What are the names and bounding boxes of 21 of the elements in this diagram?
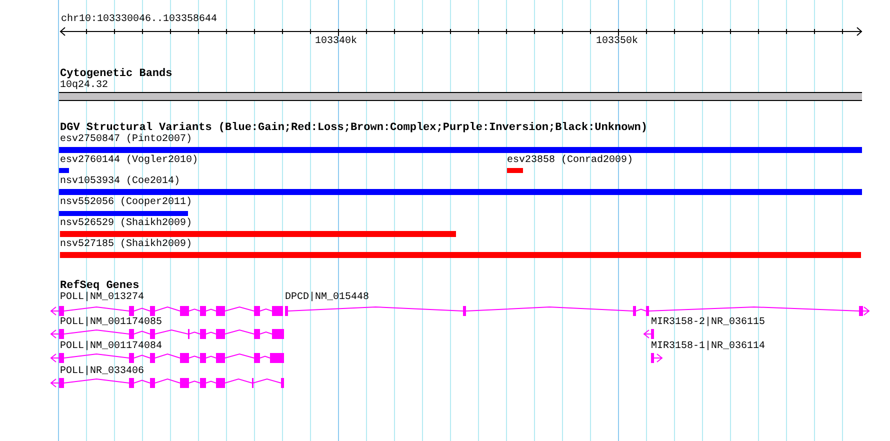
coordinate-label: chr10:103330046..103358644 bbox=[61, 14, 218, 26]
track-title: RefSeq Genes bbox=[60, 280, 140, 292]
variant-label: esv2750847 (Pinto2007) bbox=[60, 134, 192, 146]
tick-label: 103350k bbox=[596, 36, 638, 48]
band-label: 10q24.32 bbox=[60, 80, 108, 92]
variant-label: nsv526529 (Shaikh2009) bbox=[60, 218, 192, 230]
gene-label: POLL|NR_033406 bbox=[60, 366, 144, 378]
track-title: DGV Structural Variants (Blue:Gain;Red:Loss;Brown:Complex;Purple:Inversion;Black:Unknown) bbox=[60, 122, 648, 134]
gene-label: POLL|NM_001174084 bbox=[60, 341, 162, 353]
variant-label: nsv527185 (Shaikh2009) bbox=[60, 239, 192, 251]
variant-label: nsv552056 (Cooper2011) bbox=[60, 197, 192, 209]
gene-label: POLL|NM_001174085 bbox=[60, 317, 162, 329]
variant-label: nsv1053934 (Coe2014) bbox=[60, 176, 180, 188]
gene-label: MIR3158-2|NR_036115 bbox=[651, 317, 766, 329]
tick-label: 103340k bbox=[315, 36, 358, 48]
gene-label: POLL|NM_013274 bbox=[60, 292, 144, 304]
track-title: Cytogenetic Bands bbox=[60, 68, 172, 80]
variant-label: esv2760144 (Vogler2010) bbox=[60, 155, 198, 167]
variant-label: esv23858 (Conrad2009) bbox=[507, 155, 634, 167]
gene-label: DPCD|NM_015448 bbox=[285, 292, 370, 304]
gene-label: MIR3158-1|NR_036114 bbox=[651, 341, 766, 353]
